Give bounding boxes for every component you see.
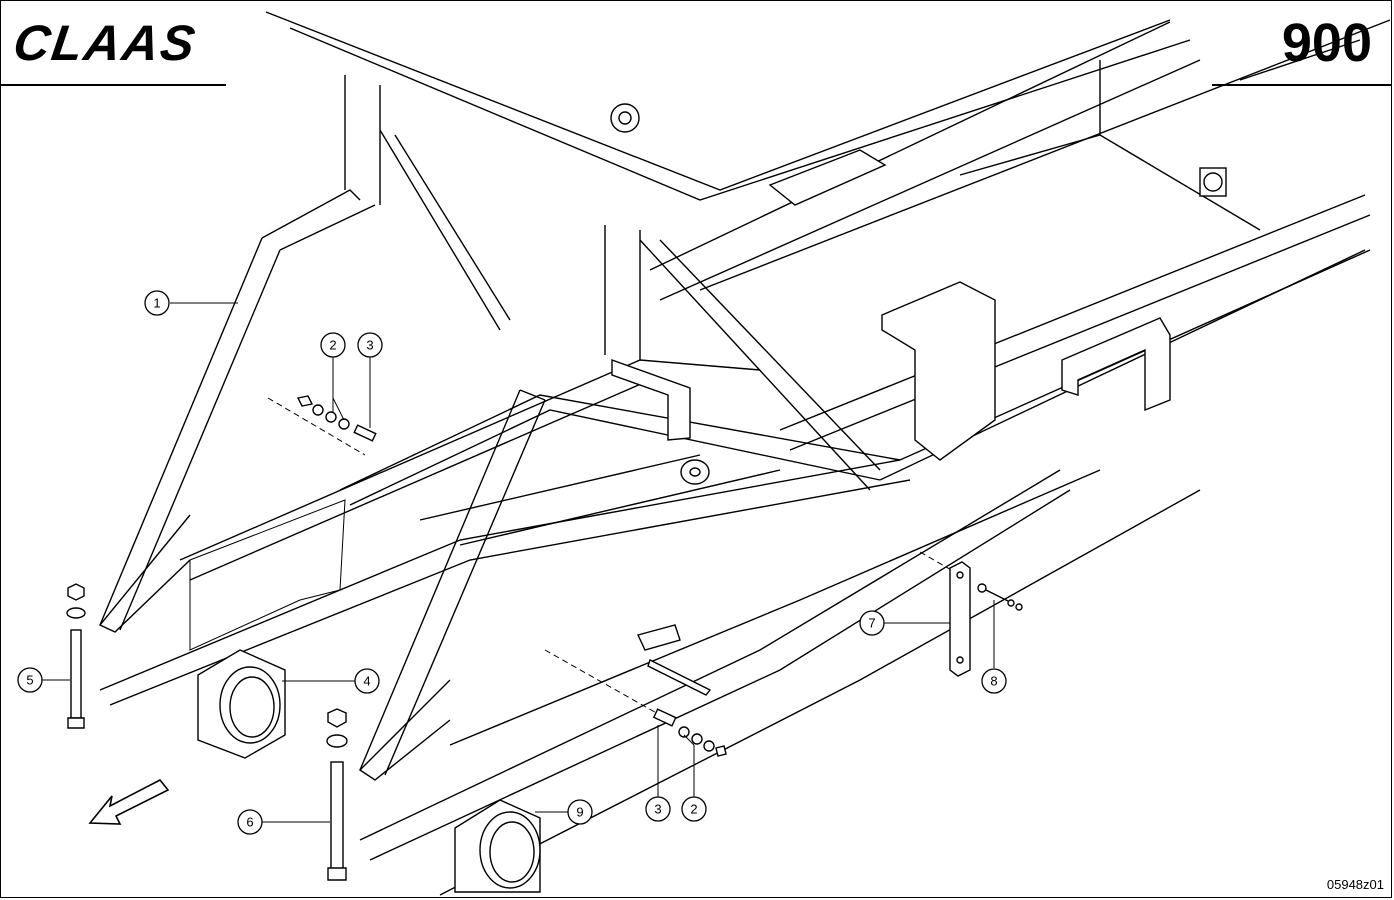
forward-direction-arrow-icon: [88, 778, 170, 825]
callout-label: 3: [654, 802, 661, 817]
logo-underline: [0, 84, 226, 86]
bolt-part-6: [326, 708, 348, 881]
callout-label: 2: [329, 338, 336, 353]
callout-3-upper: 3: [357, 332, 383, 358]
bearing-block-part-4: [197, 649, 286, 759]
callout-8: 8: [981, 668, 1007, 694]
frame-structure: [98, 11, 1391, 896]
strap-part-7: [949, 561, 971, 677]
callout-6: 6: [237, 809, 263, 835]
callout-label: 7: [868, 616, 875, 631]
callout-label: 5: [26, 673, 33, 688]
callout-5: 5: [17, 667, 43, 693]
fastener-set-lower: [652, 708, 727, 757]
callout-label: 2: [690, 802, 697, 817]
callout-label: 3: [366, 338, 373, 353]
callout-1: 1: [144, 290, 170, 316]
leader-lines: [42, 302, 995, 823]
callout-7: 7: [859, 610, 885, 636]
bolt-part-5: [66, 583, 86, 729]
callout-4: 4: [354, 668, 380, 694]
callout-label: 8: [990, 674, 997, 689]
assembly-lines: [267, 397, 961, 716]
callout-9: 9: [567, 799, 593, 825]
drawing-id: 05948z01: [1326, 877, 1384, 892]
fastener-set-right: [977, 583, 1023, 611]
page-number-underline: [1212, 84, 1392, 86]
bearing-block-part-9: [454, 799, 541, 893]
callout-3-lower: 3: [645, 796, 671, 822]
callout-2-upper: 2: [320, 332, 346, 358]
callout-2-lower: 2: [681, 796, 707, 822]
callout-label: 9: [576, 805, 583, 820]
callout-label: 1: [153, 296, 160, 311]
callout-label: 4: [363, 674, 370, 689]
fastener-set-upper: [296, 395, 377, 442]
callout-label: 6: [246, 815, 253, 830]
